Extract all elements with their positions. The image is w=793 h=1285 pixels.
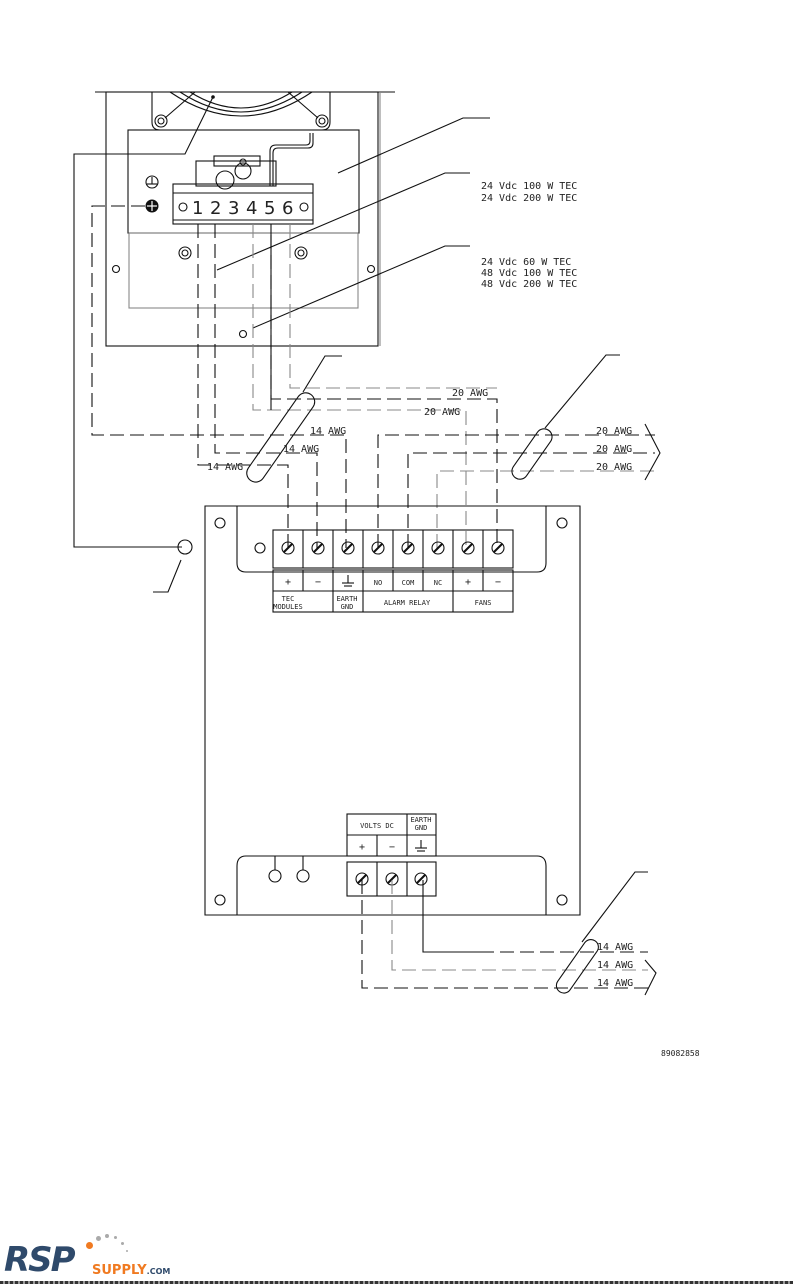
callout-text: 24 Vdc 200 W TEC bbox=[481, 193, 577, 204]
callout-group-b: 24 Vdc 60 W TEC 48 Vdc 100 W TEC 48 Vdc … bbox=[481, 257, 577, 290]
callout-leaders bbox=[73, 96, 648, 943]
terminal-symbol: NC bbox=[434, 579, 442, 587]
callout-text: 24 Vdc 100 W TEC bbox=[481, 181, 577, 192]
terminal-screw-icon bbox=[461, 541, 475, 555]
fan-terminal-2: 2 bbox=[210, 198, 221, 219]
terminal-screw-icon bbox=[401, 541, 415, 555]
symbol-plus: + bbox=[359, 842, 365, 853]
led-indicator bbox=[296, 869, 310, 883]
logo-dot bbox=[126, 1250, 128, 1252]
callout-text: 48 Vdc 100 W TEC bbox=[481, 268, 577, 279]
fan-mount-hole bbox=[154, 114, 168, 128]
logo-supply: SUPPLY bbox=[92, 1263, 147, 1278]
fan-terminal-4: 4 bbox=[246, 198, 257, 219]
fan-terminal-5: 5 bbox=[264, 198, 275, 219]
wire-label: 20 AWG bbox=[424, 407, 460, 418]
earth-ground-icon bbox=[415, 840, 427, 852]
fan-terminal-3: 3 bbox=[228, 198, 239, 219]
logo-com: .COM bbox=[146, 1267, 171, 1276]
label-alarm-relay: ALARM RELAY bbox=[384, 599, 431, 607]
page-bottom-rule bbox=[0, 1281, 793, 1284]
callout-text: 24 Vdc 60 W TEC bbox=[481, 257, 571, 268]
terminal-screw-icon bbox=[431, 541, 445, 555]
terminal-screw-icon bbox=[414, 872, 428, 886]
symbol-minus: − bbox=[389, 842, 395, 853]
wire-label: 20 AWG bbox=[596, 444, 632, 455]
logo-supply-text: SUPPLY.COM bbox=[92, 1263, 170, 1278]
cable-tie bbox=[246, 392, 316, 483]
continuation-arrow-icon bbox=[644, 959, 657, 996]
wire-label: 14 AWG bbox=[597, 960, 633, 971]
terminal-screw-icon bbox=[281, 541, 295, 555]
wire-label: 14 AWG bbox=[597, 978, 633, 989]
label-fans: FANS bbox=[475, 599, 492, 607]
continuation-arrow-icon bbox=[644, 423, 661, 481]
drawing-number: 89082858 bbox=[661, 1049, 700, 1058]
fan-terminal-strip bbox=[172, 183, 314, 225]
led-indicator bbox=[268, 869, 282, 883]
terminal-symbol: COM bbox=[402, 579, 415, 587]
fan-terminal-1: 1 bbox=[192, 198, 203, 219]
label-tec: TEC bbox=[282, 595, 295, 603]
terminal-screw-icon bbox=[371, 541, 385, 555]
label-earth: EARTH bbox=[410, 816, 431, 824]
label-gnd: GND bbox=[415, 824, 428, 832]
callout-text: 48 Vdc 200 W TEC bbox=[481, 279, 577, 290]
logo-dot bbox=[121, 1242, 124, 1245]
cable-tie bbox=[511, 428, 553, 480]
callout-group-a: 24 Vdc 100 W TEC 24 Vdc 200 W TEC bbox=[481, 181, 577, 204]
wire-label: 14 AWG bbox=[283, 444, 319, 455]
logo-dot bbox=[96, 1236, 101, 1241]
ground-ring-terminal bbox=[177, 539, 193, 555]
logo-dot bbox=[86, 1242, 93, 1249]
rsp-supply-logo[interactable]: RSP SUPPLY.COM bbox=[0, 1228, 180, 1283]
earth-ground-icon bbox=[145, 175, 159, 189]
controller-board bbox=[177, 505, 581, 916]
logo-brand: RSP bbox=[4, 1240, 76, 1280]
terminal-block-top: + − NO COM NC + − TEC MODULES EARTH GND ALARM … bbox=[272, 529, 514, 613]
terminal-symbol: + bbox=[465, 577, 471, 588]
fan-terminal-6: 6 bbox=[282, 198, 293, 219]
wire-label: 14 AWG bbox=[597, 942, 633, 953]
lower-wiring bbox=[361, 880, 657, 996]
tec-assembly: 1 2 3 4 5 6 bbox=[95, 91, 395, 347]
cable-tie bbox=[555, 938, 599, 994]
label-earth: EARTH bbox=[336, 595, 357, 603]
terminal-screw-icon bbox=[491, 541, 505, 555]
logo-dot bbox=[114, 1236, 117, 1239]
label-modules: MODULES bbox=[273, 603, 303, 611]
label-volts-dc: VOLTS DC bbox=[360, 822, 394, 830]
wire-label: 20 AWG bbox=[596, 462, 632, 473]
terminal-symbol: + bbox=[285, 577, 291, 588]
wire-label: 14 AWG bbox=[310, 426, 346, 437]
terminal-screw-icon bbox=[311, 541, 325, 555]
terminal-screw-icon bbox=[341, 541, 355, 555]
upper-wiring bbox=[91, 205, 661, 548]
enclosure-outline bbox=[105, 91, 379, 347]
terminal-symbol: − bbox=[495, 577, 501, 588]
terminal-symbol: − bbox=[315, 577, 321, 588]
fan-mount-hole bbox=[315, 114, 329, 128]
earth-ground-icon bbox=[342, 575, 354, 587]
wire-label: 14 AWG bbox=[207, 462, 243, 473]
logo-dot bbox=[105, 1234, 109, 1238]
terminal-symbol: NO bbox=[374, 579, 382, 587]
label-gnd: GND bbox=[341, 603, 354, 611]
ground-screw-icon bbox=[145, 199, 159, 213]
wire-label: 20 AWG bbox=[596, 426, 632, 437]
wire-label: 20 AWG bbox=[452, 388, 488, 399]
